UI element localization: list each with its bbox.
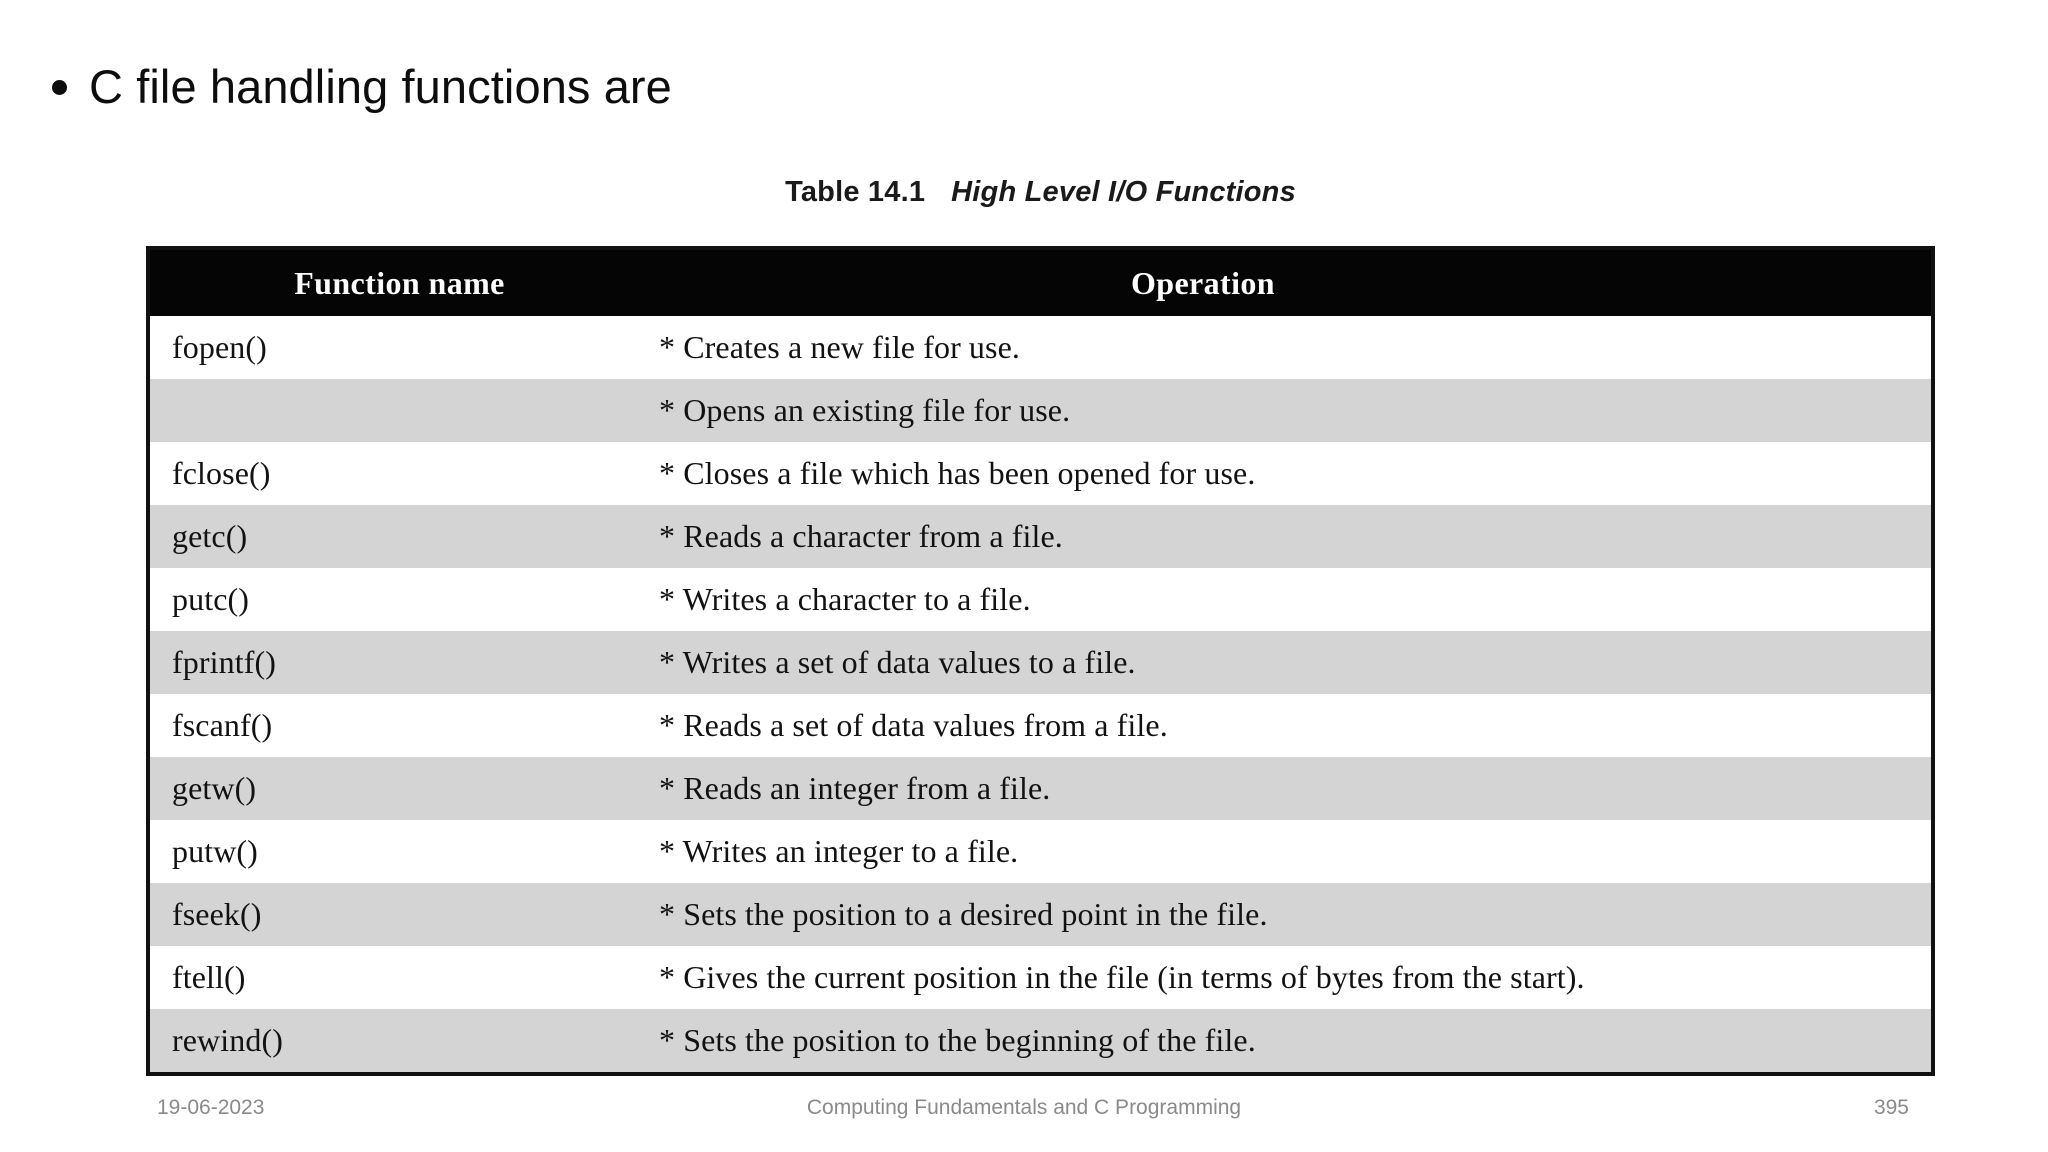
cell-function-name: rewind() (172, 1022, 283, 1058)
table-caption-title: High Level I/O Functions (951, 176, 1296, 208)
cell-operation: * Gives the current position in the file… (659, 959, 1585, 995)
cell-operation: * Writes an integer to a file. (659, 833, 1019, 869)
cell-function-name: fscanf() (172, 707, 273, 743)
cell-function-name: getc() (172, 518, 248, 554)
table-header-row: Function name Operation (150, 250, 1931, 316)
cell-operation: * Writes a character to a file. (659, 581, 1031, 617)
table-caption: Table 14.1 High Level I/O Functions (146, 176, 1935, 209)
cell-function-name: fopen() (172, 329, 267, 365)
footer-date: 19-06-2023 (157, 1096, 265, 1119)
cell-function-name: putw() (172, 833, 258, 869)
cell-function-name (150, 379, 655, 442)
cell-operation: * Sets the position to the beginning of … (659, 1022, 1256, 1058)
cell-operation: * Creates a new file for use. (659, 329, 1020, 365)
table-row: fopen() * Creates a new file for use. (150, 316, 1931, 379)
cell-operation: * Opens an existing file for use. (659, 392, 1071, 428)
table-row: putw() * Writes an integer to a file. (150, 820, 1931, 883)
cell-function-name: getw() (172, 770, 257, 806)
cell-operation: * Reads a set of data values from a file… (659, 707, 1168, 743)
bullet-dot-icon (52, 80, 67, 95)
cell-operation: * Reads a character from a file. (659, 518, 1063, 554)
table-row: fclose() * Closes a file which has been … (150, 442, 1931, 505)
column-header-function-name: Function name (150, 250, 655, 316)
table-row: fscanf() * Reads a set of data values fr… (150, 694, 1931, 757)
cell-operation: * Reads an integer from a file. (659, 770, 1051, 806)
footer-title: Computing Fundamentals and C Programming (806, 1096, 1242, 1119)
table-row: getw() * Reads an integer from a file. (150, 757, 1931, 820)
cell-operation: * Sets the position to a desired point i… (659, 896, 1268, 932)
table-row: * Opens an existing file for use. (150, 379, 1931, 442)
table-row: rewind() * Sets the position to the begi… (150, 1009, 1931, 1072)
cell-function-name: fseek() (172, 896, 262, 932)
table-row: fseek() * Sets the position to a desired… (150, 883, 1931, 946)
table-row: getc() * Reads a character from a file. (150, 505, 1931, 568)
table-caption-label: Table 14.1 (785, 176, 926, 208)
slide-bullet-text: C file handling functions are (89, 60, 672, 113)
column-header-operation: Operation (655, 250, 1931, 316)
footer-page-number: 395 (1873, 1096, 1909, 1119)
slide-footer: 19-06-2023 Computing Fundamentals and C … (0, 1096, 2048, 1136)
cell-operation: * Writes a set of data values to a file. (659, 644, 1136, 680)
table-row: ftell() * Gives the current position in … (150, 946, 1931, 1009)
cell-function-name: fprintf() (172, 644, 276, 680)
table-row: putc() * Writes a character to a file. (150, 568, 1931, 631)
table-row: fprintf() * Writes a set of data values … (150, 631, 1931, 694)
slide-bullet-line: C file handling functions are (52, 62, 672, 111)
cell-function-name: fclose() (172, 455, 271, 491)
cell-function-name: ftell() (172, 959, 246, 995)
cell-operation: * Closes a file which has been opened fo… (659, 455, 1256, 491)
high-level-io-functions-table: Function name Operation fopen() * Create… (146, 246, 1935, 1076)
cell-function-name: putc() (172, 581, 250, 617)
